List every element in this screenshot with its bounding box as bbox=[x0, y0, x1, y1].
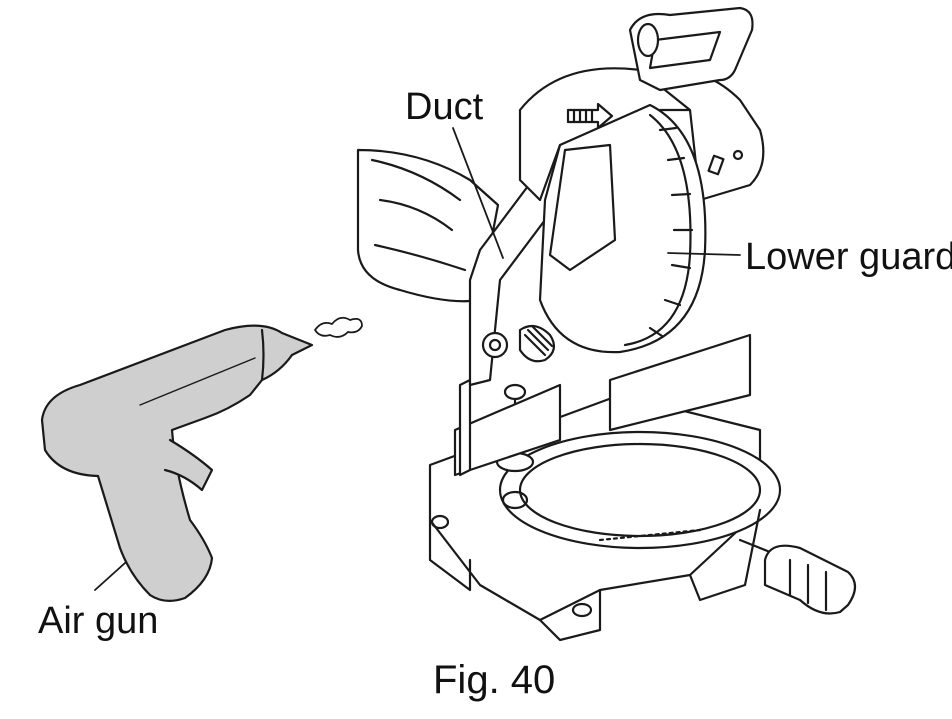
dust-bag bbox=[356, 148, 500, 303]
lower-guard bbox=[538, 103, 707, 354]
bevel-handle bbox=[738, 538, 857, 615]
lower-guard-label: Lower guard bbox=[745, 236, 952, 278]
fence bbox=[453, 333, 752, 477]
air-gun-label: Air gun bbox=[38, 600, 159, 642]
duct-label: Duct bbox=[405, 86, 484, 128]
air-puff bbox=[314, 316, 363, 338]
air-gun bbox=[40, 324, 314, 602]
carry-handle bbox=[628, 6, 754, 92]
duct-leader bbox=[452, 127, 504, 259]
lower-guard-leader bbox=[667, 252, 741, 256]
figure-caption: Fig. 40 bbox=[433, 658, 556, 702]
